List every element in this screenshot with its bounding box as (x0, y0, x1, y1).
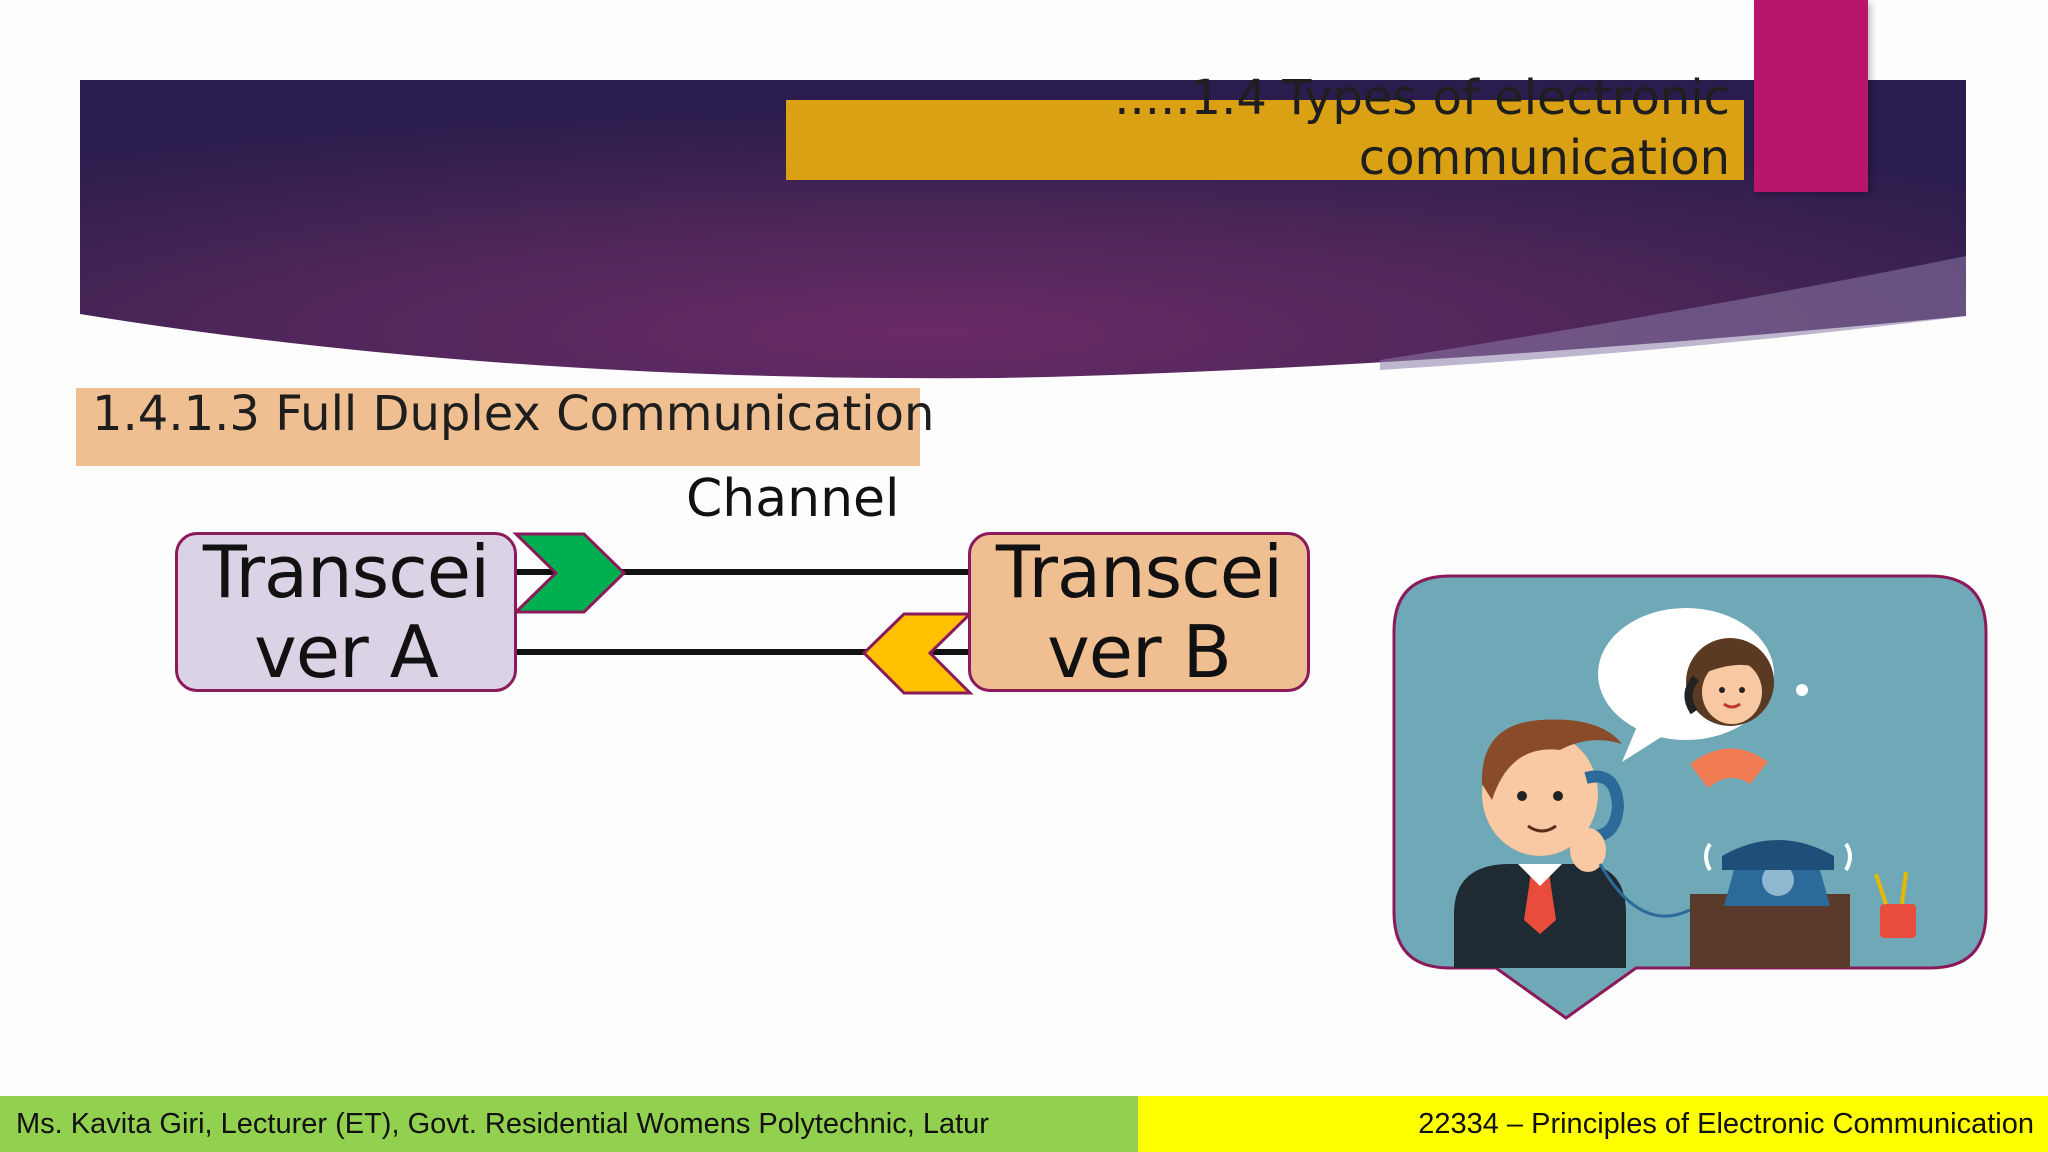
transceiver-a-box: Transceiver A (175, 532, 517, 692)
accent-tab (1754, 0, 1868, 192)
forward-arrow-icon (512, 532, 627, 614)
title-highlight-bar (786, 100, 1744, 180)
footer-author: Ms. Kavita Giri, Lecturer (ET), Govt. Re… (0, 1096, 1138, 1152)
duplex-diagram (512, 532, 974, 695)
transceiver-b-label: Transceiver B (995, 530, 1283, 694)
transceiver-b-box: Transceiver B (968, 532, 1310, 692)
slide-title: .....1.4 Types of electronic communicati… (1114, 70, 1730, 186)
slide-footer: Ms. Kavita Giri, Lecturer (ET), Govt. Re… (0, 1096, 2048, 1152)
subtitle-highlight-box (76, 388, 920, 466)
return-arrow-icon (861, 612, 974, 695)
footer-course: 22334 – Principles of Electronic Communi… (1138, 1096, 2048, 1152)
slide-subtitle: 1.4.1.3 Full Duplex Communication (92, 386, 935, 442)
telephone-conversation-icon (1392, 574, 1988, 1020)
channel-label: Channel (686, 469, 900, 529)
transceiver-a-label: Transceiver A (202, 530, 490, 694)
